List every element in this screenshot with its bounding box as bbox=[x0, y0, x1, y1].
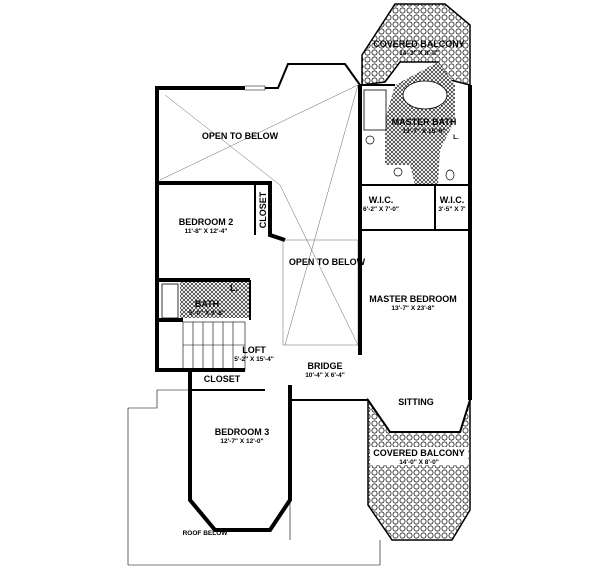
room-label: BRIDGE bbox=[307, 361, 342, 371]
room-dimensions: 14'-0" X 8'-0" bbox=[399, 459, 439, 466]
room-label: MASTER BATH bbox=[392, 117, 457, 127]
room-dimensions: 10'-4" X 6'-4" bbox=[305, 372, 345, 379]
room-label-roof-below: ROOF BELOW bbox=[183, 530, 229, 537]
room-label-open-to-below-2: OPEN TO BELOW bbox=[289, 257, 366, 267]
room-bath: BATH 5'-0" X 9'-8" bbox=[189, 299, 225, 317]
room-wic-2: W.I.C. 3'-5" X 7' bbox=[438, 195, 466, 213]
room-dimensions: 6'-2" X 7'-0" bbox=[363, 206, 399, 213]
room-label: BATH bbox=[195, 299, 219, 309]
sink-icon bbox=[365, 135, 375, 145]
room-label-sitting: SITTING bbox=[398, 397, 434, 407]
room-loft: LOFT 5'-2" X 15'-4" bbox=[234, 345, 274, 363]
room-master-bath: MASTER BATH 13'-7" X 15'-6" L. bbox=[392, 117, 459, 141]
room-label: OPEN TO BELOW bbox=[202, 131, 279, 141]
shower bbox=[363, 89, 387, 131]
room-dimensions: 11'-8" X 12'-4" bbox=[185, 228, 228, 235]
room-label: BEDROOM 2 bbox=[179, 217, 234, 227]
room-label: LOFT bbox=[242, 345, 266, 355]
room-dimensions: 5'-2" X 15'-4" bbox=[234, 356, 274, 363]
room-dimensions: 14'-3" X 8'-9" bbox=[399, 50, 439, 57]
bathtub bbox=[402, 80, 448, 110]
room-dimensions: 5'-0" X 9'-8" bbox=[189, 310, 225, 317]
toilet-icon bbox=[445, 169, 455, 181]
room-covered-balcony-top: COVERED BALCONY 14'-3" X 8'-9" bbox=[373, 39, 465, 57]
room-label: BEDROOM 3 bbox=[215, 427, 270, 437]
room-dimensions: 13'-7" X 15'-6" bbox=[402, 128, 445, 135]
linen-label: L. bbox=[230, 283, 238, 293]
room-bedroom-3: BEDROOM 3 12'-7" X 12'-0" bbox=[215, 427, 270, 445]
room-dimensions: 13'-7" X 23'-8" bbox=[391, 305, 434, 312]
room-master-bedroom: MASTER BEDROOM 13'-7" X 23'-8" bbox=[369, 294, 457, 312]
room-label: W.I.C. bbox=[440, 195, 465, 205]
open-to-below-lines bbox=[159, 84, 359, 346]
room-dimensions: 3'-5" X 7' bbox=[438, 206, 466, 213]
bath-tile bbox=[180, 282, 250, 318]
room-bridge: BRIDGE 10'-4" X 6'-4" bbox=[305, 361, 345, 379]
room-dimensions: 12'-7" X 12'-0" bbox=[220, 438, 263, 445]
room-covered-balcony-bottom: COVERED BALCONY 14'-0" X 8'-0" bbox=[370, 447, 468, 466]
bathtub-2 bbox=[161, 283, 179, 319]
room-open-to-below-1: OPEN TO BELOW bbox=[202, 131, 279, 141]
room-wic-1: W.I.C. 6'-2" X 7'-0" bbox=[363, 195, 399, 213]
room-label: MASTER BEDROOM bbox=[369, 294, 457, 304]
walls bbox=[155, 63, 472, 532]
closet-label: CLOSET bbox=[258, 191, 268, 228]
room-bedroom-2: BEDROOM 2 11'-8" X 12'-4" bbox=[179, 217, 234, 235]
linen-label: L. bbox=[453, 134, 459, 141]
room-label: COVERED BALCONY bbox=[373, 39, 465, 49]
sink-icon bbox=[393, 167, 403, 177]
closet-label-2: CLOSET bbox=[204, 374, 241, 384]
room-label: COVERED BALCONY bbox=[373, 448, 465, 458]
roof-below-outline bbox=[127, 389, 381, 566]
room-label: W.I.C. bbox=[369, 195, 394, 205]
